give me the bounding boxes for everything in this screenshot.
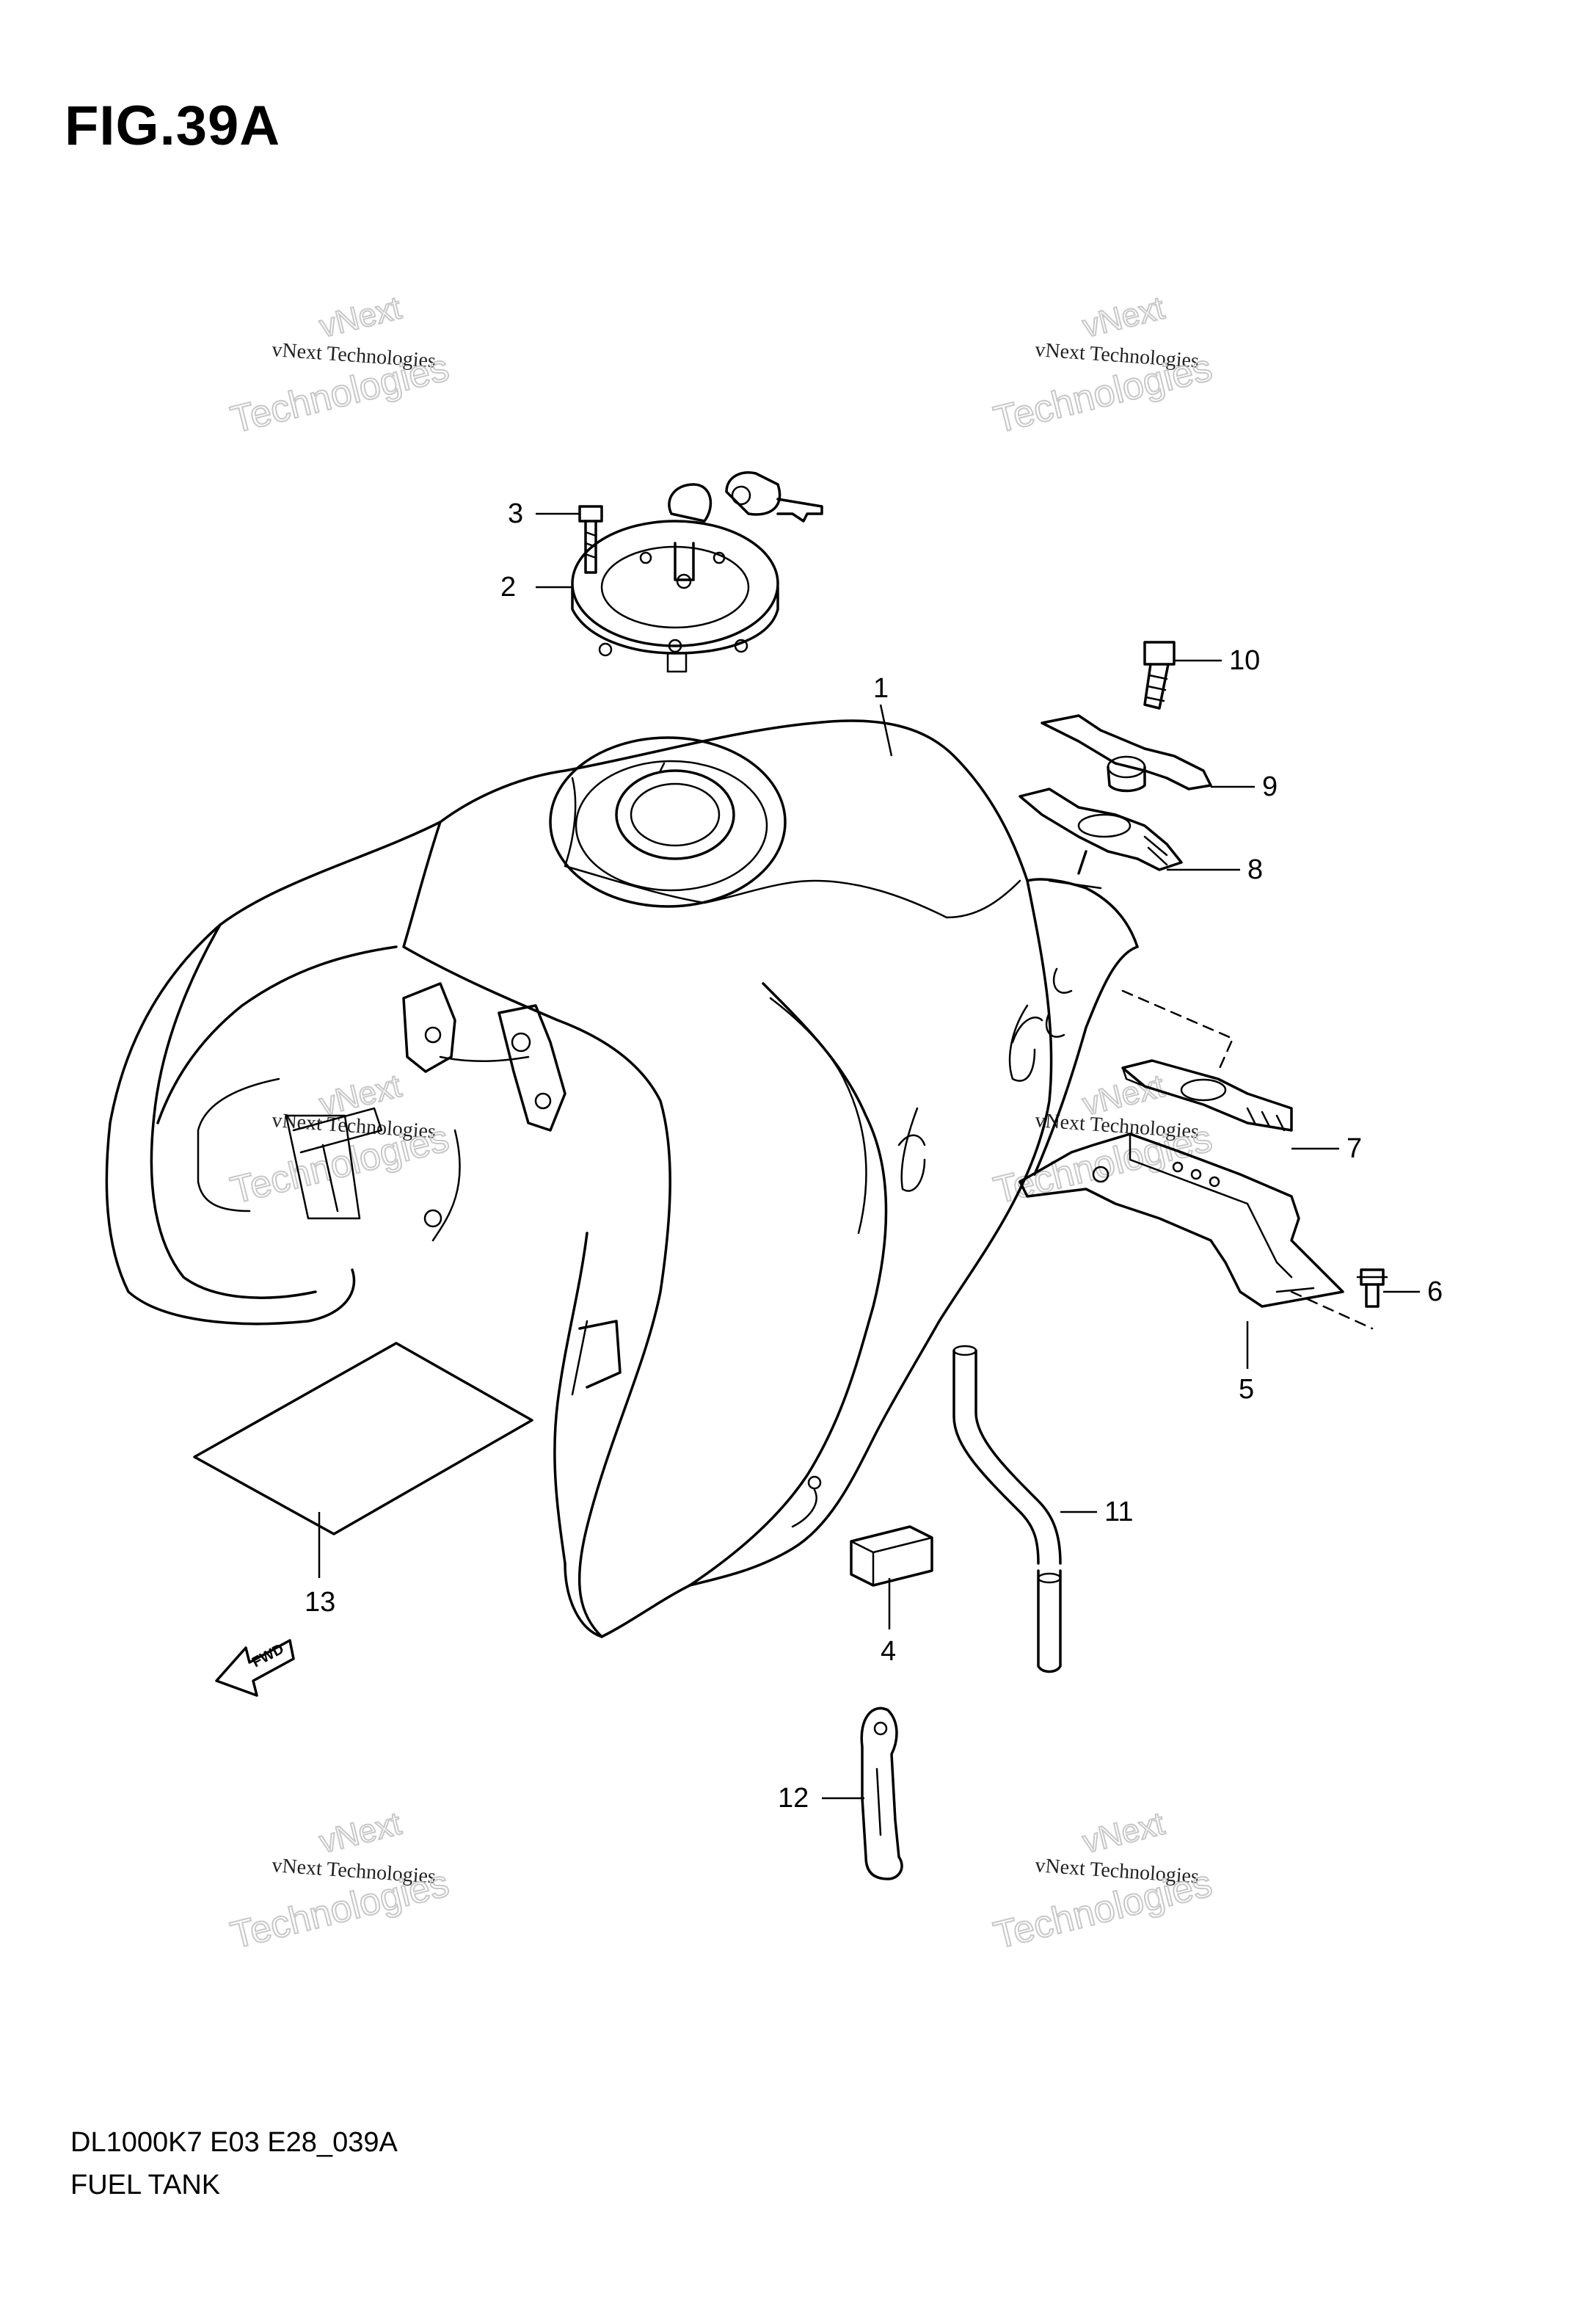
watermark-2: vNext vNext Technologies Technologies: [989, 289, 1217, 443]
rear-stay: [1041, 714, 1212, 793]
mounting-bolt: [1143, 641, 1176, 710]
svg-text:vNext: vNext: [1079, 1806, 1168, 1861]
watermark-1: vNext vNext Technologies Technologies: [226, 289, 454, 443]
callout-2: 2: [500, 572, 516, 603]
callout-4: 4: [881, 1636, 896, 1667]
rear-plate: [1019, 788, 1183, 875]
callout-9: 9: [1262, 771, 1278, 802]
assembly-lines: [1121, 989, 1374, 1330]
forward-arrow-icon: FWD: [215, 1639, 295, 1697]
hose-clamp: [860, 1706, 903, 1880]
svg-text:vNext: vNext: [316, 1806, 405, 1861]
callout-10: 10: [1229, 645, 1260, 676]
callout-3: 3: [508, 498, 523, 529]
callout-labels: 1 2 3 4 5 6 7 8 9 10 11 12 13: [305, 498, 1443, 1814]
bracket-bolt: [1356, 1268, 1388, 1308]
callout-12: 12: [778, 1783, 809, 1814]
breather-hose: [952, 1345, 1062, 1673]
watermark-6: vNext vNext Technologies Technologies: [989, 1805, 1217, 1958]
tank-bracket: [1019, 1133, 1344, 1308]
fuel-cap-assembly: [571, 471, 823, 673]
svg-text:vNext: vNext: [316, 290, 405, 345]
callout-8: 8: [1247, 854, 1263, 885]
callout-6: 6: [1427, 1276, 1443, 1307]
callout-11: 11: [1104, 1497, 1133, 1527]
cap-screw: [578, 505, 603, 574]
cushion-block: [850, 1525, 933, 1587]
callout-5: 5: [1239, 1374, 1254, 1405]
diagram-code: DL1000K7 E03 E28_039A: [70, 2127, 398, 2158]
fuel-tank-body: [105, 719, 1139, 1638]
watermark-5: vNext vNext Technologies Technologies: [226, 1805, 454, 1958]
callout-7: 7: [1347, 1133, 1362, 1164]
label-sheet: [193, 1342, 533, 1535]
figure-title: FIG.39A: [65, 95, 281, 157]
watermark-3: vNext vNext Technologies Technologies: [226, 1067, 454, 1213]
leader-lines: [318, 512, 1420, 1800]
cushion-pad: [1121, 1059, 1293, 1132]
diagram-name: FUEL TANK: [70, 2170, 221, 2200]
callout-13: 13: [305, 1587, 335, 1618]
callout-1: 1: [873, 673, 889, 704]
svg-text:vNext: vNext: [1079, 290, 1168, 345]
